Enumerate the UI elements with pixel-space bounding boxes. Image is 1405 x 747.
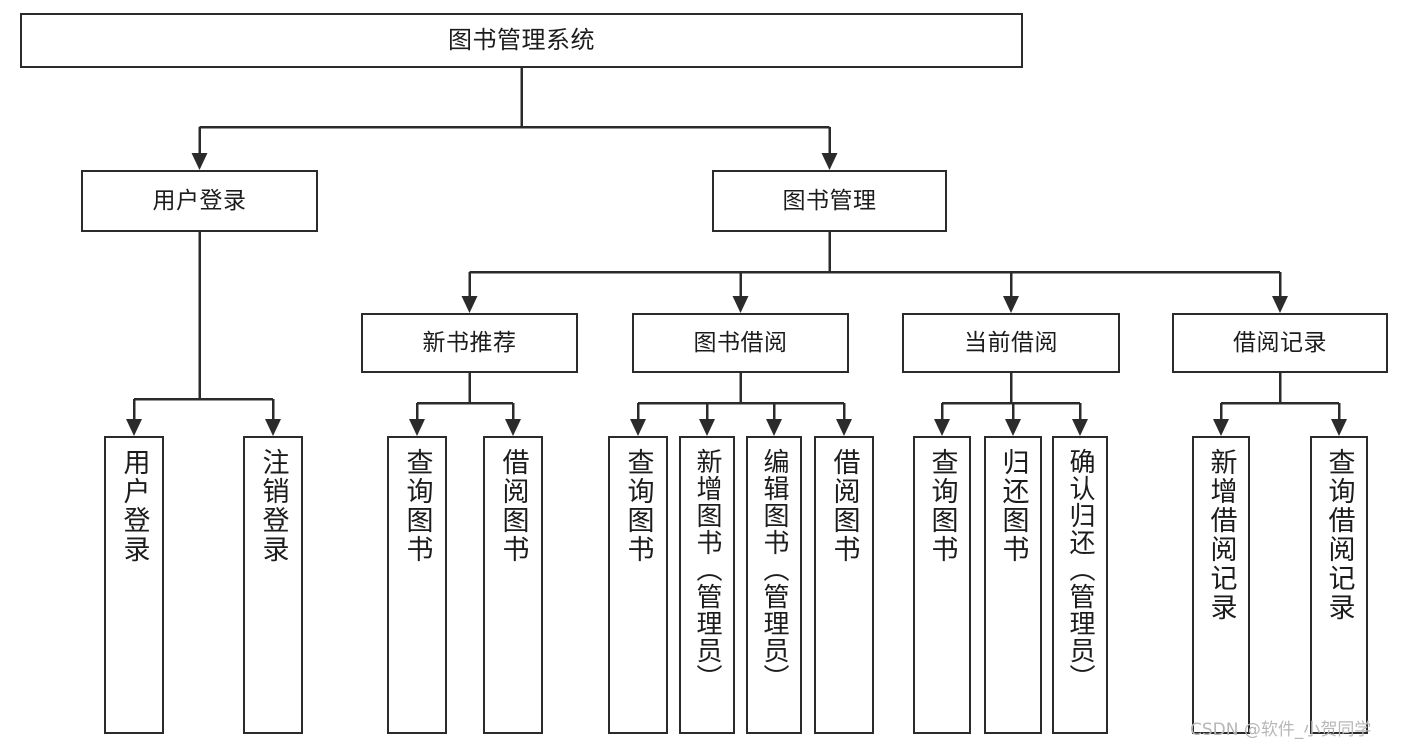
node-label: 用户登录 <box>152 187 247 214</box>
node-l-re-add[interactable]: 新增借阅记录 <box>1192 436 1250 734</box>
node-records[interactable]: 借阅记录 <box>1172 313 1388 373</box>
node-label: 借阅图书 <box>828 448 860 564</box>
node-label: 新增图书（管理员） <box>692 448 722 691</box>
node-l-re-query[interactable]: 查询借阅记录 <box>1310 436 1368 734</box>
node-label: 新增借阅记录 <box>1205 448 1237 622</box>
node-label: 确认归还（管理员） <box>1065 448 1095 691</box>
node-l-cu-conf[interactable]: 确认归还（管理员） <box>1052 436 1108 734</box>
node-label: 查询借阅记录 <box>1323 448 1355 622</box>
node-l-logout[interactable]: 注销登录 <box>243 436 303 734</box>
node-label: 归还图书 <box>997 448 1029 564</box>
node-root[interactable]: 图书管理系统 <box>20 13 1023 68</box>
node-newbook[interactable]: 新书推荐 <box>361 313 578 373</box>
node-borrow[interactable]: 图书借阅 <box>632 313 849 373</box>
node-login[interactable]: 用户登录 <box>81 170 318 232</box>
node-l-bo-edit[interactable]: 编辑图书（管理员） <box>746 436 802 734</box>
node-label: 图书管理系统 <box>448 25 595 54</box>
node-label: 注销登录 <box>257 448 289 564</box>
node-label: 图书借阅 <box>693 329 788 356</box>
node-label: 借阅记录 <box>1233 329 1327 356</box>
node-l-bo-borrow[interactable]: 借阅图书 <box>814 436 874 734</box>
node-label: 借阅图书 <box>497 448 529 564</box>
node-l-bo-query[interactable]: 查询图书 <box>608 436 668 734</box>
node-label: 新书推荐 <box>422 329 517 356</box>
node-label: 查询图书 <box>622 448 654 564</box>
node-label: 当前借阅 <box>964 329 1058 356</box>
node-l-cu-query[interactable]: 查询图书 <box>913 436 971 734</box>
node-bookmgmt[interactable]: 图书管理 <box>712 170 947 232</box>
node-label: 查询图书 <box>926 448 958 564</box>
node-l-login[interactable]: 用户登录 <box>104 436 164 734</box>
csdn-watermark: CSDN @软件_小贺同学 <box>1190 720 1372 740</box>
node-l-bo-add[interactable]: 新增图书（管理员） <box>679 436 735 734</box>
node-l-nb-query[interactable]: 查询图书 <box>387 436 447 734</box>
node-label: 用户登录 <box>118 448 150 564</box>
node-l-cu-return[interactable]: 归还图书 <box>984 436 1042 734</box>
node-label: 查询图书 <box>401 448 433 564</box>
node-label: 编辑图书（管理员） <box>759 448 789 691</box>
node-label: 图书管理 <box>782 187 877 214</box>
node-l-nb-borrow[interactable]: 借阅图书 <box>483 436 543 734</box>
node-current[interactable]: 当前借阅 <box>902 313 1120 373</box>
